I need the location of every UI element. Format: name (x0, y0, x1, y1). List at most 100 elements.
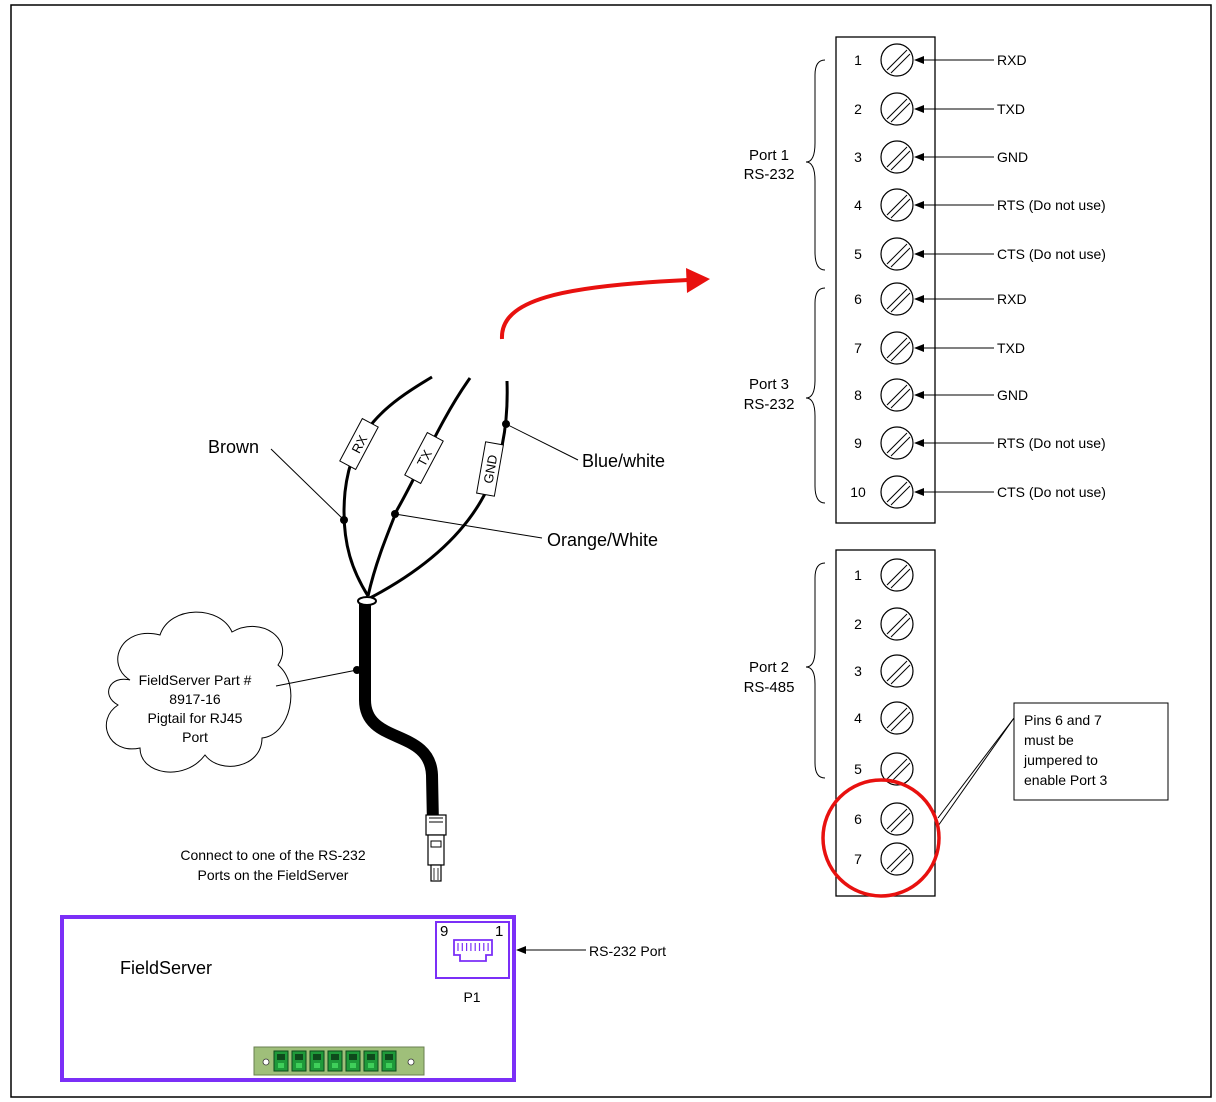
pin-signal-label: GND (997, 149, 1028, 165)
pin-number: 5 (854, 761, 862, 777)
jumper-note-line3: jumpered to (1023, 752, 1098, 768)
terminal-screw-icon (880, 378, 914, 412)
cloud-leader (275, 669, 358, 687)
green-terminal-connector (253, 1046, 425, 1076)
rj45-plug-icon (425, 814, 447, 882)
connector-slot (309, 1050, 325, 1072)
wire-tag-tx-text: TX (414, 447, 435, 469)
pin-signal-label: RXD (997, 52, 1027, 68)
wire-tag-gnd-text: GND (481, 454, 501, 485)
pin-number: 1 (854, 567, 862, 583)
brown-callout-line (270, 448, 345, 521)
terminal-screw-icon (880, 140, 914, 174)
port1-label-line2: RS-232 (744, 166, 795, 183)
pin-signal-label: CTS (Do not use) (997, 246, 1106, 262)
terminal-screw-icon (880, 654, 914, 688)
port3-bracket (805, 287, 826, 504)
connector-slot (327, 1050, 343, 1072)
part-number-cloud (106, 611, 292, 773)
cloud-leader-dot (353, 666, 361, 674)
pin-number: 9 (854, 435, 862, 451)
blue-white-callout-label: Blue/white (582, 451, 665, 471)
port3-label-line1: Port 3 (749, 376, 789, 393)
pin-signal-label: TXD (997, 101, 1025, 117)
terminal-screw-icon (880, 701, 914, 735)
terminal-screw-icon (880, 842, 914, 876)
port3-label-line2: RS-232 (744, 396, 795, 413)
cloud-line3: Pigtail for RJ45 (148, 710, 243, 726)
jumper-note-line2: must be (1024, 732, 1074, 748)
brown-callout-dot (340, 516, 348, 524)
cable-split-ring (357, 596, 377, 606)
pin-number: 2 (854, 101, 862, 117)
red-direction-arrow (499, 278, 689, 340)
jumper-highlight-circle (821, 778, 941, 898)
wire-tag-tx: TX (404, 431, 444, 485)
terminal-screw-icon (880, 188, 914, 222)
port-p1-label: P1 (463, 989, 480, 1005)
pin-signal-label: GND (997, 387, 1028, 403)
jumper-note-line1: Pins 6 and 7 (1024, 712, 1102, 728)
pin-number: 6 (854, 811, 862, 827)
jumper-note-line4: enable Port 3 (1024, 772, 1107, 788)
pin-number: 3 (854, 149, 862, 165)
pin-number: 4 (854, 197, 862, 213)
pin-number: 5 (854, 246, 862, 262)
port1-label-line1: Port 1 (749, 147, 789, 164)
brown-callout-label: Brown (208, 437, 259, 457)
pin-signal-label: TXD (997, 340, 1025, 356)
port2-label-line1: Port 2 (749, 659, 789, 676)
port2-bracket (805, 562, 826, 779)
connect-note-line2: Ports on the FieldServer (198, 867, 349, 883)
pin-signal-label: RXD (997, 291, 1027, 307)
pin-signal-label: CTS (Do not use) (997, 484, 1106, 500)
jumper-note-box (1013, 702, 1169, 801)
pin-number: 8 (854, 387, 862, 403)
terminal-screw-icon (880, 92, 914, 126)
connector-slot (381, 1050, 397, 1072)
terminal-screw-icon (880, 237, 914, 271)
rj45-pin-right: 1 (495, 923, 503, 940)
pin-signal-label: RTS (Do not use) (997, 435, 1106, 451)
terminal-screw-icon (880, 475, 914, 509)
pin-number: 7 (854, 340, 862, 356)
connect-note-line1: Connect to one of the RS-232 (180, 847, 365, 863)
port1-bracket (805, 59, 826, 271)
rj45-port-icon (453, 939, 493, 962)
pin-number: 2 (854, 616, 862, 632)
port2-label-line2: RS-485 (744, 679, 795, 696)
wire-orange-white (366, 377, 472, 597)
wire-blue-white (369, 380, 509, 600)
pin-number: 1 (854, 52, 862, 68)
pigtail-cable-sheath (359, 600, 439, 826)
pin-number: 4 (854, 710, 862, 726)
connector-slot (273, 1050, 289, 1072)
connector-slot (345, 1050, 361, 1072)
terminal-screw-icon (880, 752, 914, 786)
cloud-line4: Port (182, 729, 208, 745)
terminal-screw-icon (880, 282, 914, 316)
terminal-screw-icon (880, 331, 914, 365)
wire-tag-rx: RX (339, 417, 379, 471)
pin-number: 10 (850, 484, 866, 500)
red-arrowhead (686, 268, 710, 293)
jumper-note-leader (937, 717, 1015, 819)
cloud-line1: FieldServer Part # (139, 672, 252, 688)
pin-number: 6 (854, 291, 862, 307)
page-border (10, 4, 1212, 1098)
pin-number: 7 (854, 851, 862, 867)
blue-white-callout-dot (502, 420, 510, 428)
wire-tag-gnd: GND (476, 441, 504, 497)
orange-white-callout-dot (391, 510, 399, 518)
pin-signal-label: RTS (Do not use) (997, 197, 1106, 213)
terminal-screw-icon (880, 43, 914, 77)
fieldserver-title: FieldServer (120, 958, 212, 978)
rs232-port-callout-label: RS-232 Port (589, 943, 666, 959)
connector-slot (363, 1050, 379, 1072)
pin-number: 3 (854, 663, 862, 679)
rj45-pin-left: 9 (440, 923, 448, 940)
terminal-screw-icon (880, 802, 914, 836)
orange-white-callout-line (394, 513, 543, 539)
blue-white-callout-line (505, 423, 579, 461)
